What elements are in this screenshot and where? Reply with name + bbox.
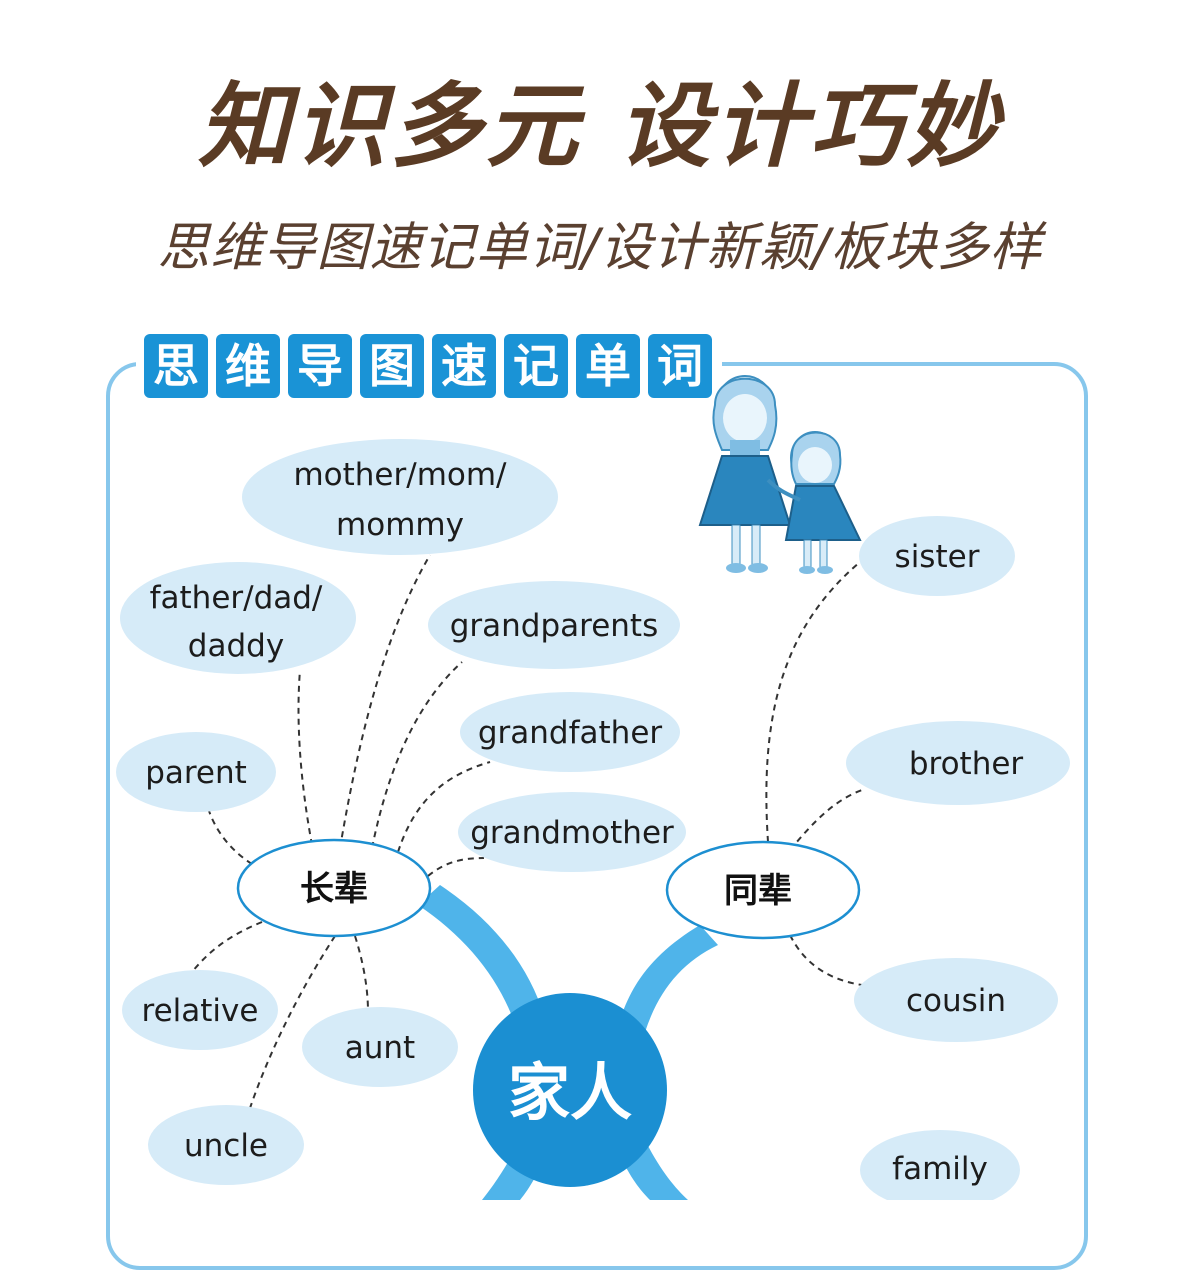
- word-father-line2: daddy: [188, 628, 284, 664]
- word-bubble-relative: relative: [122, 970, 278, 1050]
- trunk-elders: [418, 885, 548, 1040]
- connector: [397, 761, 491, 853]
- word-bubble-cousin: cousin: [854, 958, 1058, 1042]
- section-tag-row: 思 维 导 图 速 记 单 词: [136, 334, 722, 398]
- word-mother-line2: mommy: [336, 507, 464, 543]
- word-bubble-brother: brother: [846, 721, 1070, 805]
- word-uncle: uncle: [184, 1128, 268, 1164]
- word-bubble-grandfather: grandfather: [460, 692, 680, 772]
- word-sister: sister: [895, 539, 980, 575]
- page: 知识多元 设计巧妙 思维导图速记单词/设计新颖/板块多样 思 维 导 图 速 记…: [106, 73, 1088, 1270]
- connector: [191, 921, 263, 973]
- word-brother: brother: [909, 746, 1024, 782]
- connector: [371, 661, 463, 849]
- word-cousin: cousin: [906, 983, 1006, 1019]
- word-bubble-father: father/dad/ daddy: [120, 562, 356, 674]
- word-bubble-aunt: aunt: [302, 1007, 458, 1087]
- section-tag-char: 导: [288, 334, 352, 398]
- word-mother-line1: mother/mom/: [293, 457, 507, 493]
- center-label: 家人: [508, 1056, 632, 1129]
- branch-node-elders: 长辈: [236, 838, 432, 938]
- connector: [789, 934, 863, 986]
- section-tag-char: 单: [576, 334, 640, 398]
- word-bubble-grandparents: grandparents: [428, 581, 680, 669]
- two-sisters-illustration: [698, 375, 862, 574]
- section-tag-char: 词: [648, 334, 712, 398]
- word-bubble-mother: mother/mom/ mommy: [242, 439, 558, 555]
- word-relative: relative: [142, 993, 259, 1029]
- word-parent: parent: [145, 755, 247, 791]
- connector: [789, 789, 863, 851]
- word-family: family: [892, 1151, 988, 1187]
- connector: [765, 561, 861, 843]
- mindmap-diagram: mother/mom/ mommy father/dad/ daddy gran…: [116, 375, 1070, 1200]
- word-aunt: aunt: [345, 1030, 415, 1066]
- branch-node-peers: 同辈: [665, 840, 861, 940]
- page-title: 知识多元 设计巧妙: [197, 73, 1003, 180]
- branch-elders-label: 长辈: [300, 869, 368, 909]
- connector: [354, 935, 369, 1013]
- center-node: 家人: [473, 993, 667, 1187]
- section-tag-char: 速: [432, 334, 496, 398]
- connector: [207, 807, 253, 865]
- word-grandparents: grandparents: [450, 608, 659, 644]
- page-subtitle: 思维导图速记单词/设计新颖/板块多样: [157, 218, 1043, 278]
- word-grandmother: grandmother: [470, 815, 674, 851]
- word-bubble-parent: parent: [116, 732, 276, 812]
- word-bubble-family: family: [860, 1130, 1020, 1200]
- trunk-peers: [615, 925, 718, 1050]
- section-tag-char: 记: [504, 334, 568, 398]
- word-bubble-sister: sister: [859, 516, 1015, 596]
- word-bubble-uncle: uncle: [148, 1105, 304, 1185]
- connector: [297, 669, 313, 846]
- word-bubble-grandmother: grandmother: [458, 792, 686, 872]
- connector: [427, 857, 485, 877]
- connector: [249, 935, 336, 1109]
- section-tag-char: 图: [360, 334, 424, 398]
- branch-peers-label: 同辈: [724, 871, 792, 911]
- word-father-line1: father/dad/: [150, 580, 323, 616]
- connector: [339, 554, 431, 849]
- section-tag-char: 思: [144, 334, 208, 398]
- section-tag-char: 维: [216, 334, 280, 398]
- word-grandfather: grandfather: [478, 715, 663, 751]
